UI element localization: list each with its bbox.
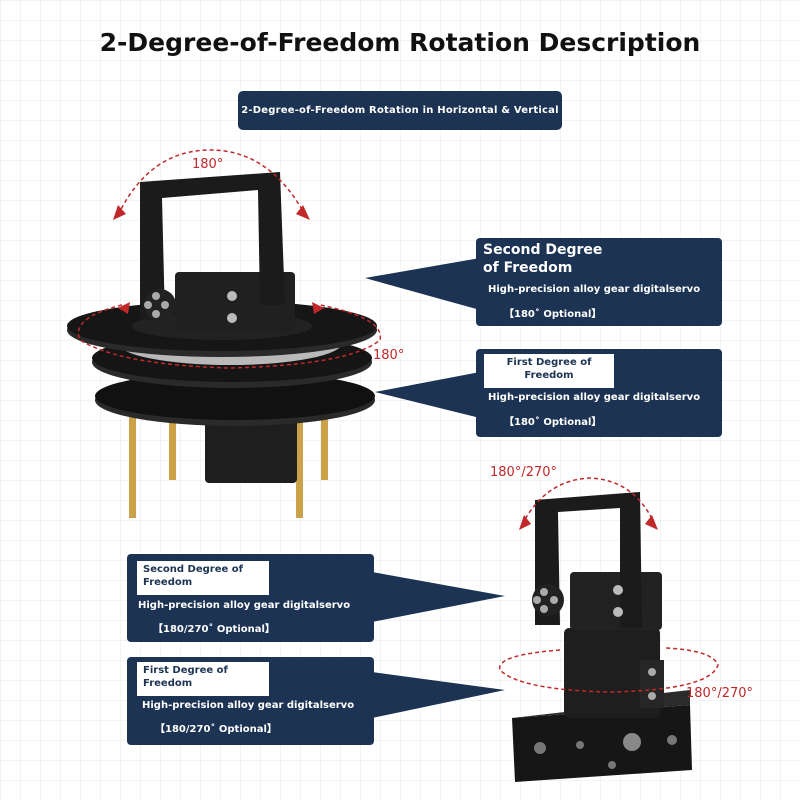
spec-heading: First Degree of Freedom <box>137 662 269 696</box>
spec-heading: First Degree of Freedom <box>484 354 614 388</box>
pointer-first-bottom <box>372 672 505 718</box>
spec-line-option: 【180˚ Optional】 <box>504 309 602 320</box>
subtitle-pill: 2-Degree-of-Freedom Rotation in Horizont… <box>238 91 562 130</box>
arc-label-top-vertical: 180° <box>192 157 224 172</box>
spec-line-servo: High-precision alloy gear digitalservo <box>488 392 701 403</box>
arc-label-bottom-vertical: 180°/270° <box>490 465 558 480</box>
page-title: 2-Degree-of-Freedom Rotation Description <box>99 28 701 57</box>
arc-label-top-horizontal: 180° <box>373 348 405 363</box>
spec-line-option: 【180/270˚ Optional】 <box>153 624 275 635</box>
pointer-second-bottom <box>372 572 505 622</box>
pointer-second-top <box>365 258 480 310</box>
spec-box-top-first: First Degree of Freedom High-precision a… <box>476 349 722 437</box>
bottom-pan-tilt-assembly <box>499 477 719 782</box>
spec-heading: Second Degree of Freedom <box>137 561 269 595</box>
spec-heading: Second Degree of Freedom <box>483 242 603 276</box>
subtitle-text: 2-Degree-of-Freedom Rotation in Horizont… <box>241 105 559 116</box>
spec-line-servo: High-precision alloy gear digitalservo <box>488 284 701 295</box>
spec-line-option: 【180/270˚ Optional】 <box>155 724 277 735</box>
spec-line-servo: High-precision alloy gear digitalservo <box>138 600 351 611</box>
spec-line-servo: High-precision alloy gear digitalservo <box>142 700 355 711</box>
arc-label-bottom-horizontal: 180°/270° <box>686 686 754 701</box>
top-pan-tilt-assembly <box>67 149 382 518</box>
spec-box-bottom-second: Second Degree of Freedom High-precision … <box>127 554 374 642</box>
spec-box-top-second: Second Degree of Freedom High-precision … <box>476 238 722 326</box>
spec-line-option: 【180˚ Optional】 <box>504 417 602 428</box>
pointer-first-top <box>375 372 480 418</box>
spec-box-bottom-first: First Degree of Freedom High-precision a… <box>127 657 374 745</box>
